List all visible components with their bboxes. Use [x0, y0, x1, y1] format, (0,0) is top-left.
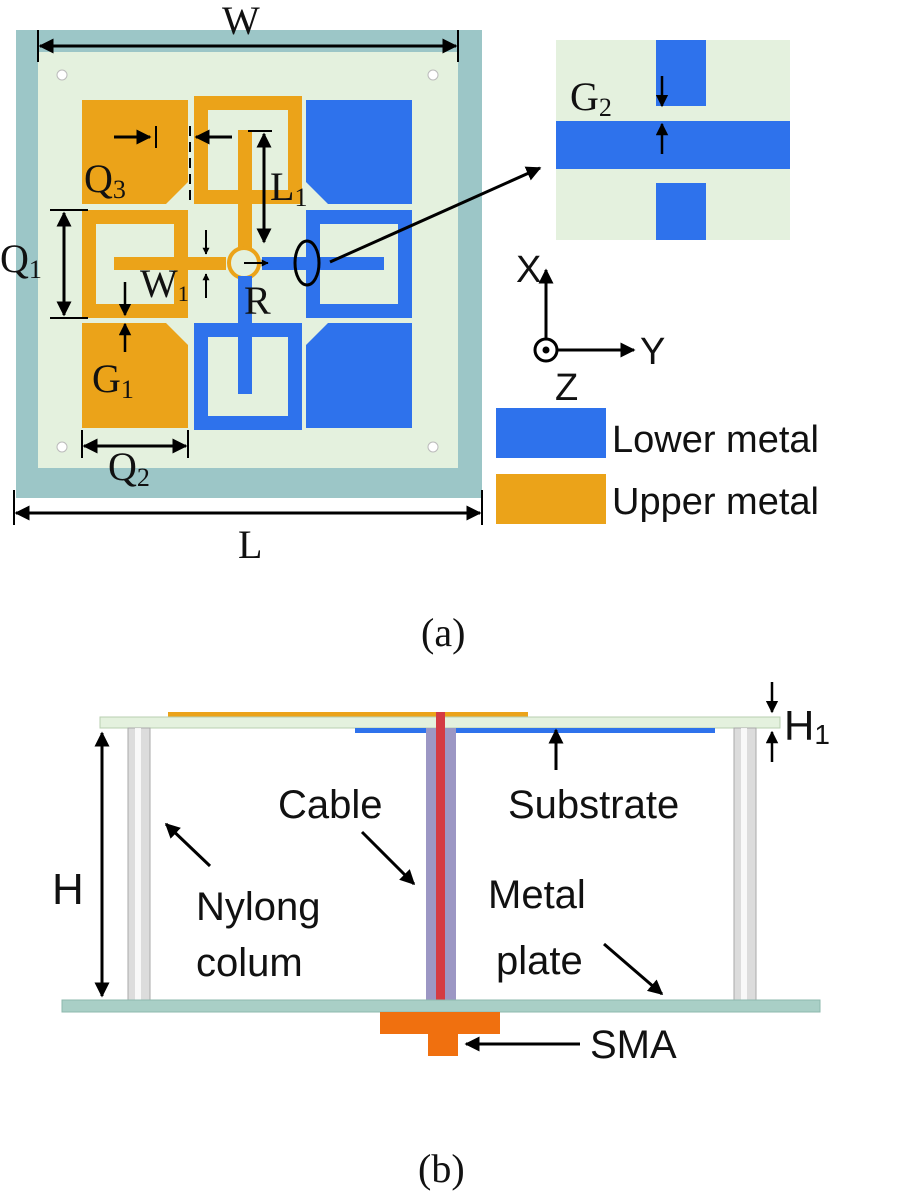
zoom-inset: G2: [556, 40, 790, 240]
dim-Q1: Q1: [0, 209, 88, 319]
side-view-panel: H H1 Substrate Cable Nylong colum Metal …: [52, 682, 830, 1067]
label-cable: Cable: [278, 783, 383, 827]
legend-label-lower: Lower metal: [612, 419, 819, 461]
lower-metal-patches: [194, 100, 412, 430]
dim-W: W: [37, 0, 459, 62]
zoom-pointer: [329, 166, 542, 264]
legend: Lower metal Upper metal: [496, 408, 819, 524]
label-metal-line1: Metal: [488, 873, 586, 917]
dim-Q3-label: Q3: [84, 156, 126, 204]
upper-loop-left: [82, 210, 188, 318]
inset-arm-upper: [656, 40, 706, 106]
dim-W1: W1: [140, 230, 210, 306]
dim-Q3: Q3: [84, 126, 232, 204]
dim-R: R: [244, 259, 271, 323]
dim-L: L: [13, 490, 483, 567]
coordinate-axes: X Y Z: [516, 249, 665, 409]
dim-L1: L1: [248, 130, 307, 244]
lower-loop-bottom: [194, 323, 302, 430]
upper-corner-patch-bottom: [82, 323, 188, 428]
sma-pin: [428, 1034, 458, 1056]
label-sma: SMA: [590, 1023, 677, 1067]
lower-dipole-arm-vertical: [238, 276, 252, 394]
upper-corner-patch-top: [82, 100, 188, 204]
upper-dipole-arm-vertical: [238, 130, 252, 248]
cable-core: [436, 712, 445, 1000]
zoom-callout: [293, 239, 321, 287]
label-nylon-line1: Nylong: [196, 885, 321, 929]
axis-x-label: X: [516, 249, 541, 291]
lower-corner-patch-top: [306, 100, 412, 204]
upper-metal-layer: [168, 712, 528, 717]
dim-L-label: L: [238, 522, 262, 567]
dim-L1-label: L1: [270, 164, 307, 212]
axis-y-label: Y: [640, 331, 665, 373]
lower-loop-right: [306, 210, 412, 318]
inset-arm-lower: [656, 183, 706, 240]
inset-strip: [556, 121, 790, 169]
dim-G2-label: G2: [570, 74, 612, 122]
mount-hole: [56, 69, 68, 81]
mount-hole: [427, 69, 439, 81]
label-nylon-line2: colum: [196, 941, 303, 985]
caption-b: (b): [418, 1146, 465, 1191]
upper-loop-top: [194, 96, 302, 204]
mount-hole: [427, 441, 439, 453]
upper-dipole-arm-horizontal: [114, 257, 226, 270]
dim-H-label: H: [52, 865, 84, 914]
dim-Q2-label: Q2: [108, 444, 150, 492]
caption-a: (a): [421, 610, 465, 655]
lower-metal-layer: [355, 728, 715, 733]
lower-dipole-arm-horizontal: [262, 257, 384, 270]
dim-W1-label: W1: [140, 261, 189, 306]
lower-corner-patch-bottom: [306, 323, 412, 428]
dim-G1-label: G1: [92, 356, 134, 404]
dim-W-label: W: [222, 0, 260, 43]
legend-swatch-lower: [496, 408, 606, 458]
legend-swatch-upper: [496, 474, 606, 524]
label-substrate: Substrate: [508, 783, 679, 827]
mount-hole: [56, 441, 68, 453]
sma-flange: [380, 1012, 500, 1034]
dim-Q1-label: Q1: [0, 236, 42, 284]
axis-z-label: Z: [555, 367, 578, 409]
top-view-panel: W L Q1 Q2 Q3: [0, 0, 542, 567]
dim-G1: G1: [92, 282, 134, 404]
label-metal-line2: plate: [496, 939, 583, 983]
metal-ground-plate: [61, 999, 821, 1013]
dim-Q2: Q2: [81, 430, 189, 492]
upper-metal-patches: [82, 96, 302, 428]
dim-H1-label: H1: [784, 702, 830, 750]
dim-R-label: R: [244, 278, 271, 323]
legend-label-upper: Upper metal: [612, 481, 819, 523]
